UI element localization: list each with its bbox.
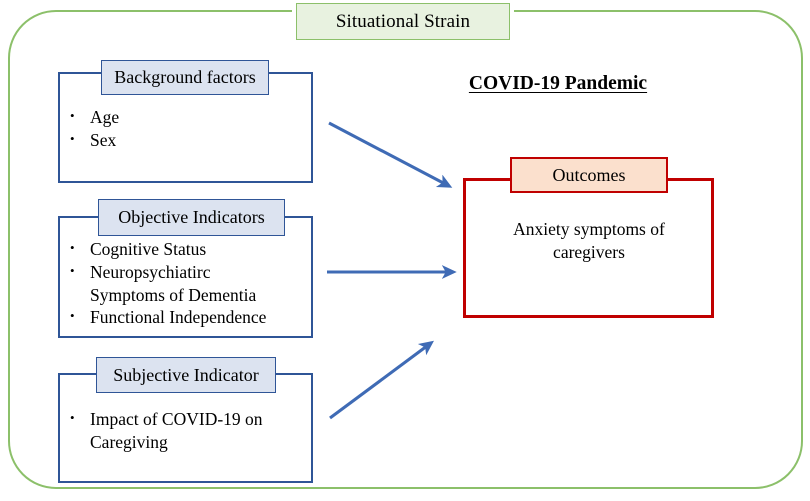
outcomes-header: Outcomes [510, 157, 668, 193]
background-factors-body: • Age • Sex [70, 106, 305, 152]
subjective-indicator-body: • Impact of COVID-19 on Caregiving [70, 408, 310, 453]
list-item-label: Cognitive Status [90, 239, 207, 259]
list-item: • Age [70, 106, 305, 128]
outcomes-body: Anxiety symptoms of caregivers [470, 218, 708, 264]
list-item-label: Impact of COVID-19 on [90, 409, 263, 429]
list-item-label: Neuropsychiatirc [90, 262, 211, 283]
list-item: • Functional Independence [70, 306, 310, 328]
list-item: • Cognitive Status [70, 238, 310, 260]
outcomes-label: Outcomes [552, 164, 626, 185]
bullet-icon: • [70, 263, 75, 279]
list-item: • Sex [70, 129, 305, 151]
list-item-label: Sex [90, 130, 117, 151]
objective-indicators-body: • Cognitive Status • Neuropsychiatirc Sy… [70, 238, 310, 329]
covid-pandemic-title: COVID-19 Pandemic [468, 73, 648, 94]
background-factors-header: Background factors [101, 60, 269, 95]
outcomes-box [463, 178, 714, 318]
objective-indicators-label: Objective Indicators [118, 207, 265, 227]
subjective-indicator-label: Subjective Indicator [113, 364, 259, 385]
bullet-icon: • [70, 131, 75, 147]
situational-strain-label: Situational Strain [335, 10, 471, 32]
objective-indicators-box [58, 216, 313, 338]
list-item: • Neuropsychiatirc [70, 261, 310, 283]
list-item-continuation: Caregiving [90, 432, 168, 453]
bullet-icon: • [70, 308, 75, 324]
outcomes-body-line-1: Anxiety symptoms of [513, 219, 665, 239]
list-item-continuation: Symptoms of Dementia [90, 285, 257, 306]
bullet-icon: • [70, 410, 75, 425]
list-item-label: Age [90, 107, 120, 127]
list-item-label: Functional Independence [90, 307, 267, 328]
background-factors-label: Background factors [114, 67, 256, 87]
outcomes-body-line-2: caregivers [553, 241, 625, 262]
objective-indicators-header: Objective Indicators [98, 199, 285, 236]
situational-strain-header: Situational Strain [296, 3, 510, 40]
bullet-icon: • [70, 240, 75, 255]
subjective-indicator-header: Subjective Indicator [96, 357, 276, 393]
list-item: • Impact of COVID-19 on [70, 408, 310, 430]
bullet-icon: • [70, 108, 75, 123]
